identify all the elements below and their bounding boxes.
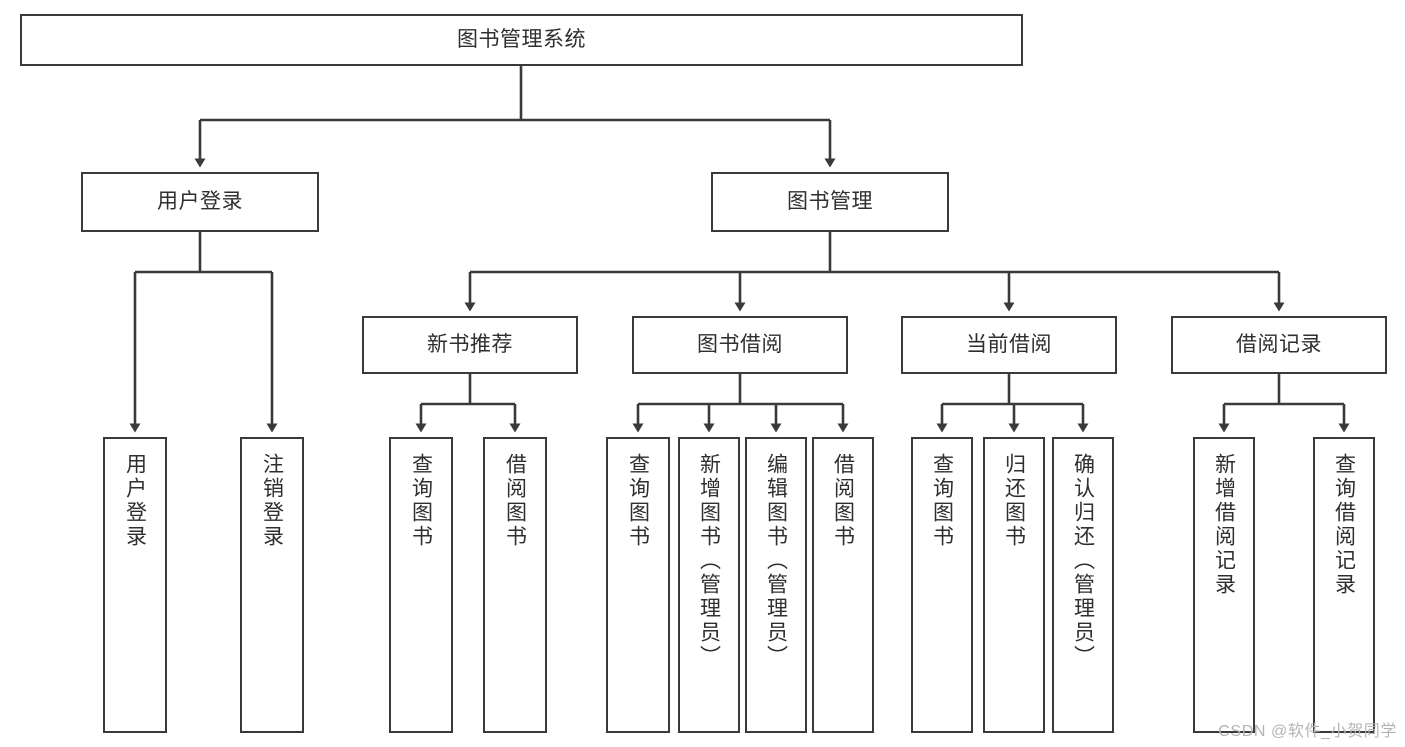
node-leaf-return-book-label: 归还图书 [1002, 453, 1026, 549]
node-leaf-confirm-return[interactable]: 确认归还（管理员） [1052, 437, 1114, 733]
node-root[interactable]: 图书管理系统 [20, 14, 1023, 66]
node-leaf-borrow-book[interactable]: 借阅图书 [812, 437, 874, 733]
node-user-login-label: 用户登录 [157, 189, 243, 213]
node-new-book-recommend[interactable]: 新书推荐 [362, 316, 578, 374]
node-leaf-query-book-new-label: 查询图书 [409, 453, 433, 549]
node-current-borrow[interactable]: 当前借阅 [901, 316, 1117, 374]
node-leaf-query-book-new[interactable]: 查询图书 [389, 437, 453, 733]
node-book-manage[interactable]: 图书管理 [711, 172, 949, 232]
node-leaf-user-login[interactable]: 用户登录 [103, 437, 167, 733]
node-leaf-borrow-book-label: 借阅图书 [831, 453, 855, 549]
node-leaf-add-book-label: 新增图书（管理员） [697, 453, 721, 669]
node-leaf-user-login-label: 用户登录 [123, 453, 147, 549]
node-leaf-query-book-current-label: 查询图书 [930, 453, 954, 549]
node-root-label: 图书管理系统 [457, 27, 586, 51]
node-book-borrow[interactable]: 图书借阅 [632, 316, 848, 374]
node-leaf-logout[interactable]: 注销登录 [240, 437, 304, 733]
node-leaf-borrow-book-new-label: 借阅图书 [503, 453, 527, 549]
node-leaf-add-record-label: 新增借阅记录 [1212, 453, 1236, 597]
node-leaf-query-book-borrow-label: 查询图书 [626, 453, 650, 549]
node-leaf-query-book-current[interactable]: 查询图书 [911, 437, 973, 733]
node-leaf-edit-book-label: 编辑图书（管理员） [764, 453, 788, 669]
node-leaf-query-record[interactable]: 查询借阅记录 [1313, 437, 1375, 733]
node-leaf-add-record[interactable]: 新增借阅记录 [1193, 437, 1255, 733]
node-current-borrow-label: 当前借阅 [966, 332, 1052, 356]
node-leaf-query-book-borrow[interactable]: 查询图书 [606, 437, 670, 733]
node-leaf-return-book[interactable]: 归还图书 [983, 437, 1045, 733]
node-book-manage-label: 图书管理 [787, 189, 873, 213]
node-leaf-query-record-label: 查询借阅记录 [1332, 453, 1356, 597]
node-new-book-recommend-label: 新书推荐 [427, 332, 513, 356]
node-user-login[interactable]: 用户登录 [81, 172, 319, 232]
node-book-borrow-label: 图书借阅 [697, 332, 783, 356]
node-leaf-borrow-book-new[interactable]: 借阅图书 [483, 437, 547, 733]
node-borrow-record[interactable]: 借阅记录 [1171, 316, 1387, 374]
node-leaf-edit-book[interactable]: 编辑图书（管理员） [745, 437, 807, 733]
node-leaf-logout-label: 注销登录 [260, 453, 284, 549]
node-leaf-add-book[interactable]: 新增图书（管理员） [678, 437, 740, 733]
node-leaf-confirm-return-label: 确认归还（管理员） [1071, 453, 1095, 669]
node-borrow-record-label: 借阅记录 [1236, 332, 1322, 356]
